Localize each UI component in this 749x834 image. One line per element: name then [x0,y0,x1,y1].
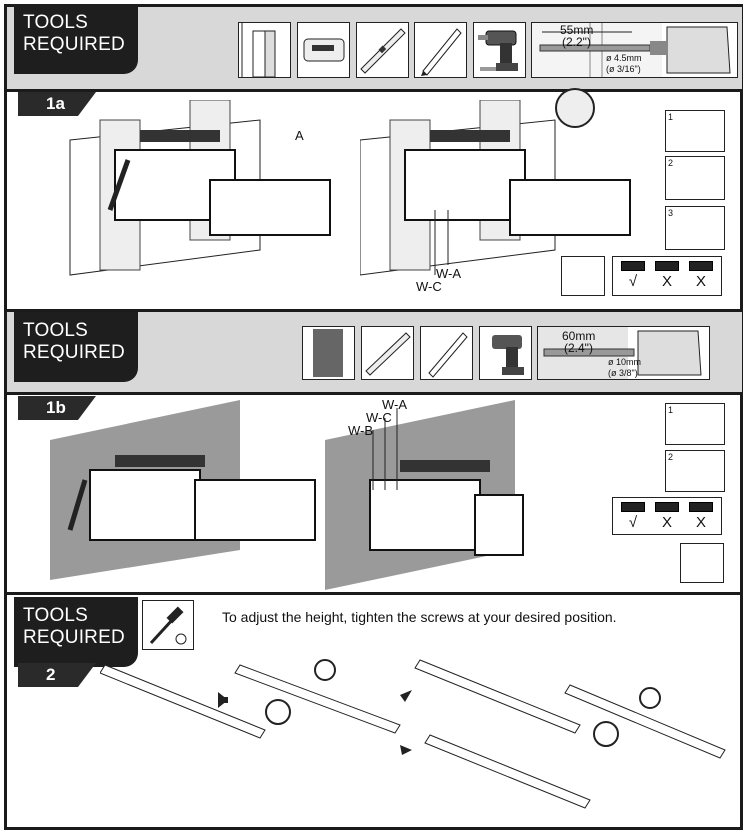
drill-diameter-mm: ø 10mm [608,357,642,367]
hardware-label-w-a: W-A [382,397,408,412]
check-wrong-1: X [661,273,672,290]
step-label-1a: 1a [18,92,96,116]
drill-depth-mm: 60mm [562,329,596,343]
mount-illustration-1b-left [50,400,316,580]
power-drill-icon [473,22,526,78]
check-correct: √ [628,273,638,290]
divider [7,392,742,395]
stud-finder-icon [297,22,350,78]
hardware-label-w-a: W-A [436,266,462,281]
height-adjust-illustration [100,659,726,809]
sub-step-1b-2: 2 [665,450,725,492]
height-adjust-instruction: To adjust the height, tighten the screws… [222,609,617,625]
drill-diameter-in: (ø 3/16") [606,64,641,74]
step-label-1b: 1b [18,396,96,420]
step-label-2: 2 [18,663,96,687]
stud-wall-tool-icon [238,22,291,78]
drill-diameter-in: (ø 3/8") [608,368,638,378]
no-drill-icon [555,88,595,128]
page-frame [4,4,743,830]
mount-illustration-1a-right [360,100,631,276]
mount-illustration-1b-right [325,400,524,590]
pencil-icon [420,326,473,380]
tools-required-heading-2: TOOLS REQUIRED [14,312,138,382]
divider [7,592,742,595]
check-wrong-1: X [661,514,672,531]
screwdriver-icon [142,600,194,650]
power-drill-icon [479,326,532,380]
hardware-label-w-c: W-C [416,279,442,294]
hardware-label-w-b: W-B [348,423,374,438]
sub-step-1b-1: 1 [665,403,725,445]
check-wrong-2: X [695,514,706,531]
divider [7,309,742,312]
divider [7,89,742,92]
level-icon [356,22,409,78]
drill-bit-diagram-1b: 60mm (2.4") ø 10mm (ø 3/8") [537,326,710,380]
check-wrong-2: X [695,273,706,290]
part-label-a: A [295,128,304,143]
check-correct: √ [628,514,638,531]
drill-diameter-mm: ø 4.5mm [606,53,642,63]
drill-depth-mm: 55mm [560,23,594,37]
level-check-row-1b: √ X X [612,497,722,535]
sub-step-1a-1: 1 [665,110,725,152]
drill-bit-diagram-1a: 55mm (2.2") ø 4.5mm (ø 3/16") [531,22,738,78]
level-icon [361,326,414,380]
tools-required-heading-3: TOOLS REQUIRED [14,597,138,667]
drill-no-icon-1b [680,543,724,583]
level-check-row-1a: √ X X [612,256,722,296]
mount-illustration-1a-left [69,100,331,276]
drill-depth-in: (2.2") [562,35,591,49]
sub-step-1a-2: 2 [665,156,725,200]
concrete-wall-icon [302,326,355,380]
sub-step-1a-3: 3 [665,206,725,250]
hardware-label-w-c: W-C [366,410,392,425]
drill-no-icon-1a [561,256,605,296]
pencil-icon [414,22,467,78]
drill-depth-in: (2.4") [564,341,593,355]
tools-required-heading-1: TOOLS REQUIRED [14,4,138,74]
